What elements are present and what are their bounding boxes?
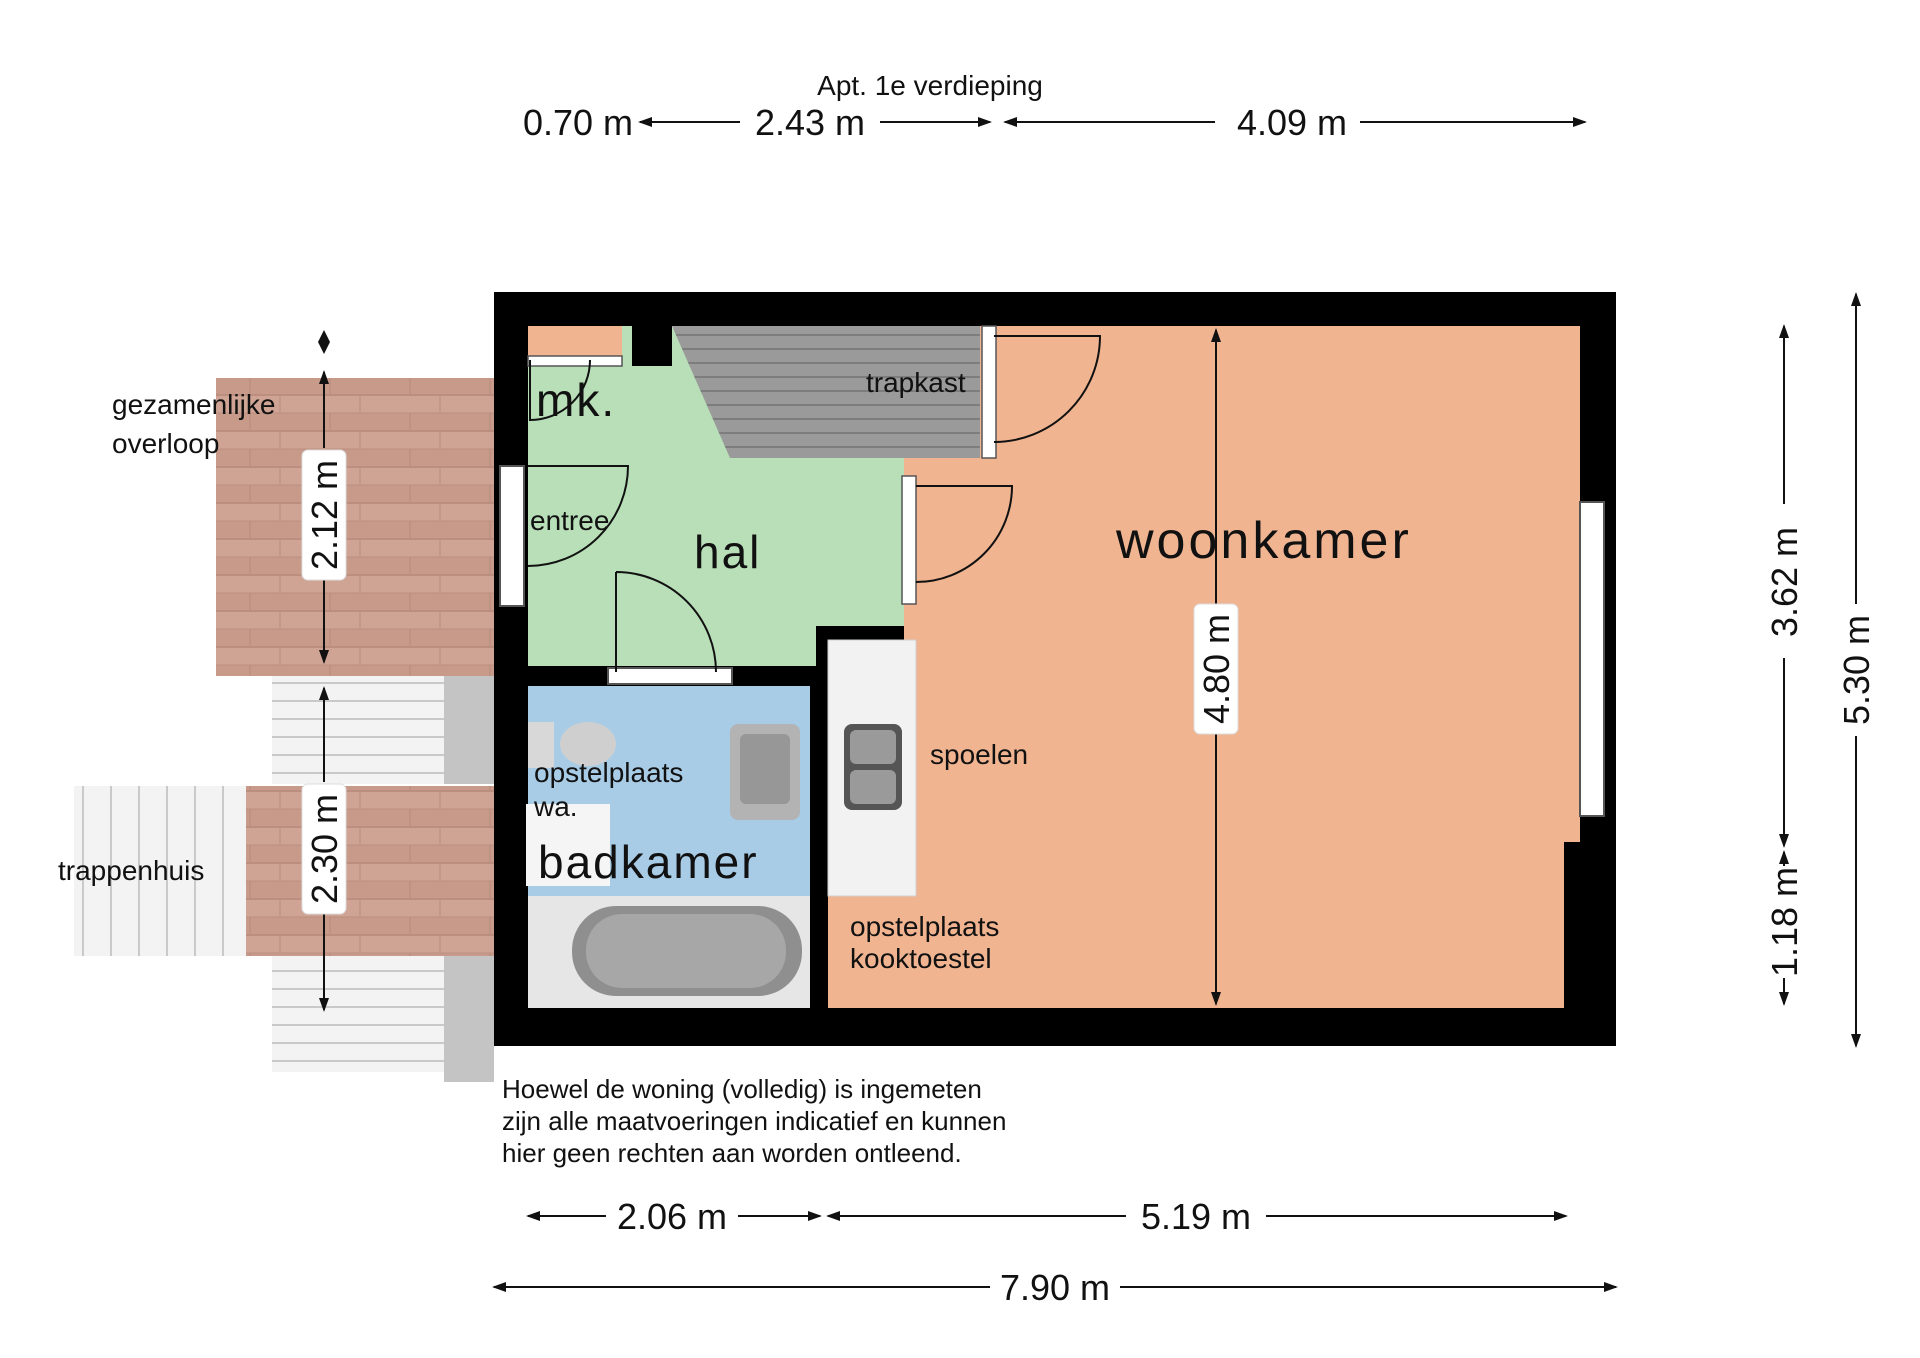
opstelplaats-wa-line-2: wa. <box>533 791 578 822</box>
dim-bottom-total: 7.90 m <box>1000 1267 1110 1308</box>
entree-label: entree <box>530 505 609 536</box>
badkamer-label: badkamer <box>538 836 759 888</box>
stairs-rail-upper <box>444 676 494 784</box>
left-dimension-lines: 2.12 m 2.30 m <box>301 330 347 1012</box>
toilet-icon <box>560 722 616 766</box>
dim-bottom-2: 5.19 m <box>1141 1196 1251 1237</box>
dim-top-2: 2.43 m <box>755 102 865 143</box>
door-swings <box>527 335 1102 673</box>
washer-spot <box>526 804 610 886</box>
closet-stairs <box>672 326 980 458</box>
landing-floor <box>216 378 496 676</box>
mk-label: mk. <box>536 374 616 426</box>
stairs-lower <box>272 956 444 1072</box>
spoelen-label: spoelen <box>930 739 1028 770</box>
opstelplaats-kook-line-1: opstelplaats <box>850 911 999 942</box>
dim-living-height: 4.80 m <box>1196 614 1237 724</box>
dim-right-total: 5.30 m <box>1836 615 1877 725</box>
disclaimer-line-1: Hoewel de woning (volledig) is ingemeten <box>502 1074 982 1104</box>
window-right <box>1579 501 1605 817</box>
right-dimension-lines: 3.62 m 1.18 m 5.30 m <box>1764 292 1877 1048</box>
dim-bottom-1: 2.06 m <box>617 1196 727 1237</box>
dim-landing-height: 2.12 m <box>304 460 345 570</box>
dim-right-2: 1.18 m <box>1764 867 1805 977</box>
overloop-label-line-1: gezamenlijke <box>112 389 275 420</box>
hal-label: hal <box>694 526 761 578</box>
dim-right-1: 3.62 m <box>1764 527 1805 637</box>
dim-stair-height: 2.30 m <box>304 794 345 904</box>
trapkast-label: trapkast <box>866 367 966 398</box>
woonkamer-label: woonkamer <box>1115 512 1412 570</box>
window-living-door <box>901 475 917 605</box>
stairs-rail-lower <box>444 956 494 1082</box>
living-dimension-line: 4.80 m <box>1193 328 1239 1006</box>
stairs-left <box>74 786 246 956</box>
disclaimer-line-3: hier geen rechten aan worden ontleend. <box>502 1138 962 1168</box>
opstelplaats-wa-line-1: opstelplaats <box>534 757 683 788</box>
bottom-dimension-lines: 2.06 m 5.19 m 7.90 m <box>492 1196 1618 1308</box>
stairs-upper <box>272 676 444 784</box>
trappenhuis-label: trappenhuis <box>58 855 204 886</box>
dim-top-1: 0.70 m <box>523 102 633 143</box>
overloop-label-line-2: overloop <box>112 428 219 459</box>
window-bath <box>607 667 733 685</box>
opstelplaats-kook-line-2: kooktoestel <box>850 943 992 974</box>
disclaimer-line-2: zijn alle maatvoeringen indicatief en ku… <box>502 1106 1006 1136</box>
top-dimension-line: 0.70 m 2.43 m 4.09 m <box>523 102 1587 143</box>
dim-top-3: 4.09 m <box>1237 102 1347 143</box>
window-mk <box>527 355 623 367</box>
stairwell-landing <box>246 786 496 956</box>
window-trapkast <box>981 325 997 459</box>
plan-title: Apt. 1e verdieping <box>817 70 1043 101</box>
meter-cupboard <box>528 326 622 356</box>
window-entree <box>499 465 525 607</box>
